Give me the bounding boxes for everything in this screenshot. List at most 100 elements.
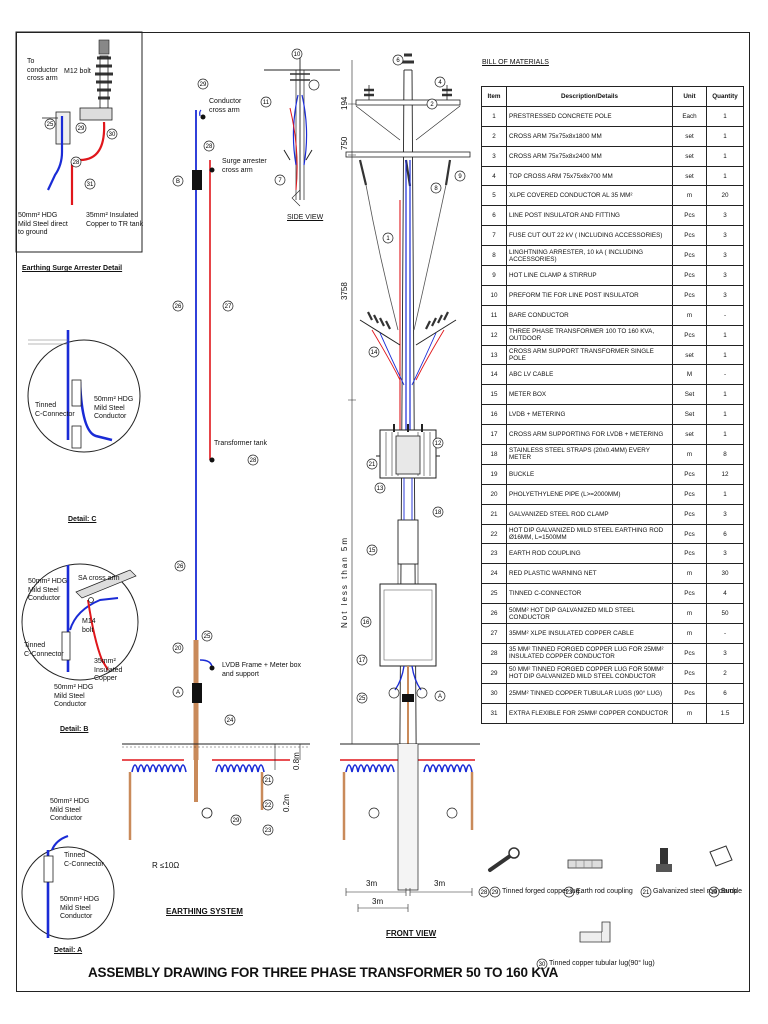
balloon: 31 [84, 178, 96, 190]
bom-cell-unit: Pcs [672, 662, 707, 684]
detail-b-hdg-bottom-label: 50mm² HDG Mild Steel Conductor [54, 684, 94, 708]
bom-cell-unit: Set [672, 384, 707, 406]
bom-cell-unit: m [672, 444, 707, 465]
detail-c-tinned-label: Tinned C-Connector [35, 402, 75, 418]
balloon: 16 [360, 616, 372, 628]
bom-cell-item: 17 [481, 424, 507, 446]
bom-cell-item: 16 [481, 404, 507, 426]
bom-col-description: Description/Details [506, 86, 673, 107]
dim-3m-right: 3m [434, 879, 446, 888]
svg-text:4: 4 [438, 80, 442, 86]
balloon: 27 [222, 300, 234, 312]
bom-cell-item: 27 [481, 623, 507, 644]
bom-cell-description: 35MM² XLPE INSULATED COPPER CABLE [506, 623, 673, 644]
bom-cell-description: HOT LINE CLAMP & STIRRUP [506, 265, 673, 286]
balloon: 20 [172, 642, 184, 654]
bom-cell-unit: Pcs [672, 642, 707, 664]
balloon: 30 [106, 128, 118, 140]
svg-text:6: 6 [396, 58, 400, 64]
front-view-drawing [340, 53, 480, 912]
svg-text:28: 28 [481, 890, 488, 896]
conductor-cross-arm-label: Conductor cross arm [209, 98, 242, 114]
svg-text:16: 16 [363, 620, 370, 626]
drawing-title: ASSEMBLY DRAWING FOR THREE PHASE TRANSFO… [88, 965, 559, 980]
bom-cell-unit: Each [672, 105, 707, 127]
bom-cell-description: 35 MM² TINNED FORGED COPPER LUG FOR 25MM… [506, 642, 673, 664]
bom-cell-quantity: 3 [706, 284, 744, 306]
bom-cell-description: EXTRA FLEXIBLE FOR 25MM² COPPER CONDUCTO… [506, 702, 673, 724]
bom-cell-quantity: 1 [706, 145, 744, 167]
balloon: 26 [172, 300, 184, 312]
svg-text:17: 17 [359, 658, 366, 664]
bom-cell-description: THREE PHASE TRANSFORMER 100 TO 160 KVA, … [506, 324, 673, 346]
svg-text:2: 2 [430, 102, 434, 108]
bom-cell-unit: set [672, 344, 707, 366]
bom-cell-description: LINGHTNING ARRESTER, 10 kA ( INCLUDING A… [506, 245, 673, 267]
bom-cell-unit: m [672, 304, 707, 326]
balloon: 11 [260, 96, 272, 108]
bom-cell-quantity: 3 [706, 503, 744, 525]
detail-a-circle [21, 834, 115, 940]
bom-cell-unit: Pcs [672, 483, 707, 505]
bom-cell-item: 25 [481, 583, 507, 605]
bom-cell-description: PHOLYETHYLENE PIPE (L>=2000MM) [506, 483, 673, 505]
svg-text:29: 29 [492, 890, 499, 896]
balloon: 7 [274, 174, 286, 186]
bill-of-materials-table: Item Description/Details Unit Quantity 1… [481, 86, 744, 724]
bom-cell-unit: Pcs [672, 523, 707, 545]
dim-3m-bottom: 3m [372, 897, 384, 906]
svg-text:29: 29 [200, 82, 207, 88]
bom-col-unit: Unit [672, 86, 707, 107]
bom-cell-unit: m [672, 623, 707, 644]
earthing-surge-arrester-caption: Earthing Surge Arrester Detail [22, 265, 123, 272]
bom-cell-quantity: 3 [706, 245, 744, 267]
bom-cell-quantity: - [706, 304, 744, 326]
detail-b-copper-label: 35mm² Insulated Copper [94, 658, 123, 682]
bom-cell-unit: Pcs [672, 225, 707, 247]
bom-cell-description: EARTH ROD COUPLING [506, 543, 673, 565]
resistance-label: R ≤10Ω [152, 861, 180, 870]
bom-cell-quantity: 6 [706, 523, 744, 545]
bom-cell-item: 31 [481, 702, 507, 724]
drawing-sheet [16, 32, 750, 992]
legend-icons: 28 29 23 21 19 30 [478, 845, 733, 970]
detail-b-caption: Detail: B [60, 726, 89, 733]
svg-text:8: 8 [434, 186, 438, 192]
bom-cell-unit: Pcs [672, 543, 707, 565]
copper-lug-icon [488, 847, 520, 872]
bom-cell-description: ABC LV CABLE [506, 364, 673, 386]
bom-cell-unit: set [672, 145, 707, 167]
front-view-caption: FRONT VIEW [386, 929, 437, 938]
legend-rod-clamp-label: Galvanized steel rod clamp [653, 888, 738, 895]
bom-cell-unit: m [672, 563, 707, 585]
bom-cell-unit: m [672, 702, 707, 724]
bom-cell-quantity: 3 [706, 225, 744, 247]
svg-text:26: 26 [175, 304, 182, 310]
svg-text:20: 20 [175, 646, 182, 652]
bom-cell-quantity: 1 [706, 344, 744, 366]
bom-cell-quantity: 1 [706, 105, 744, 127]
detail-b-hdg-top-label: 50mm² HDG Mild Steel Conductor [28, 578, 68, 602]
bom-cell-item: 22 [481, 523, 507, 545]
bom-cell-unit: set [672, 424, 707, 446]
bom-cell-quantity: 3 [706, 205, 744, 227]
bom-cell-unit: M [672, 364, 707, 386]
svg-text:30: 30 [539, 962, 546, 968]
bom-cell-item: 14 [481, 364, 507, 386]
svg-text:30: 30 [109, 132, 116, 138]
svg-text:29: 29 [78, 126, 85, 132]
balloon: 8 [430, 182, 442, 194]
balloon: 18 [432, 506, 444, 518]
balloon: 1 [382, 232, 394, 244]
bom-cell-description: BUCKLE [506, 463, 673, 485]
bom-cell-item: 20 [481, 483, 507, 505]
lvdb-frame-label: LVDB Frame + Meter box and support [222, 662, 302, 678]
